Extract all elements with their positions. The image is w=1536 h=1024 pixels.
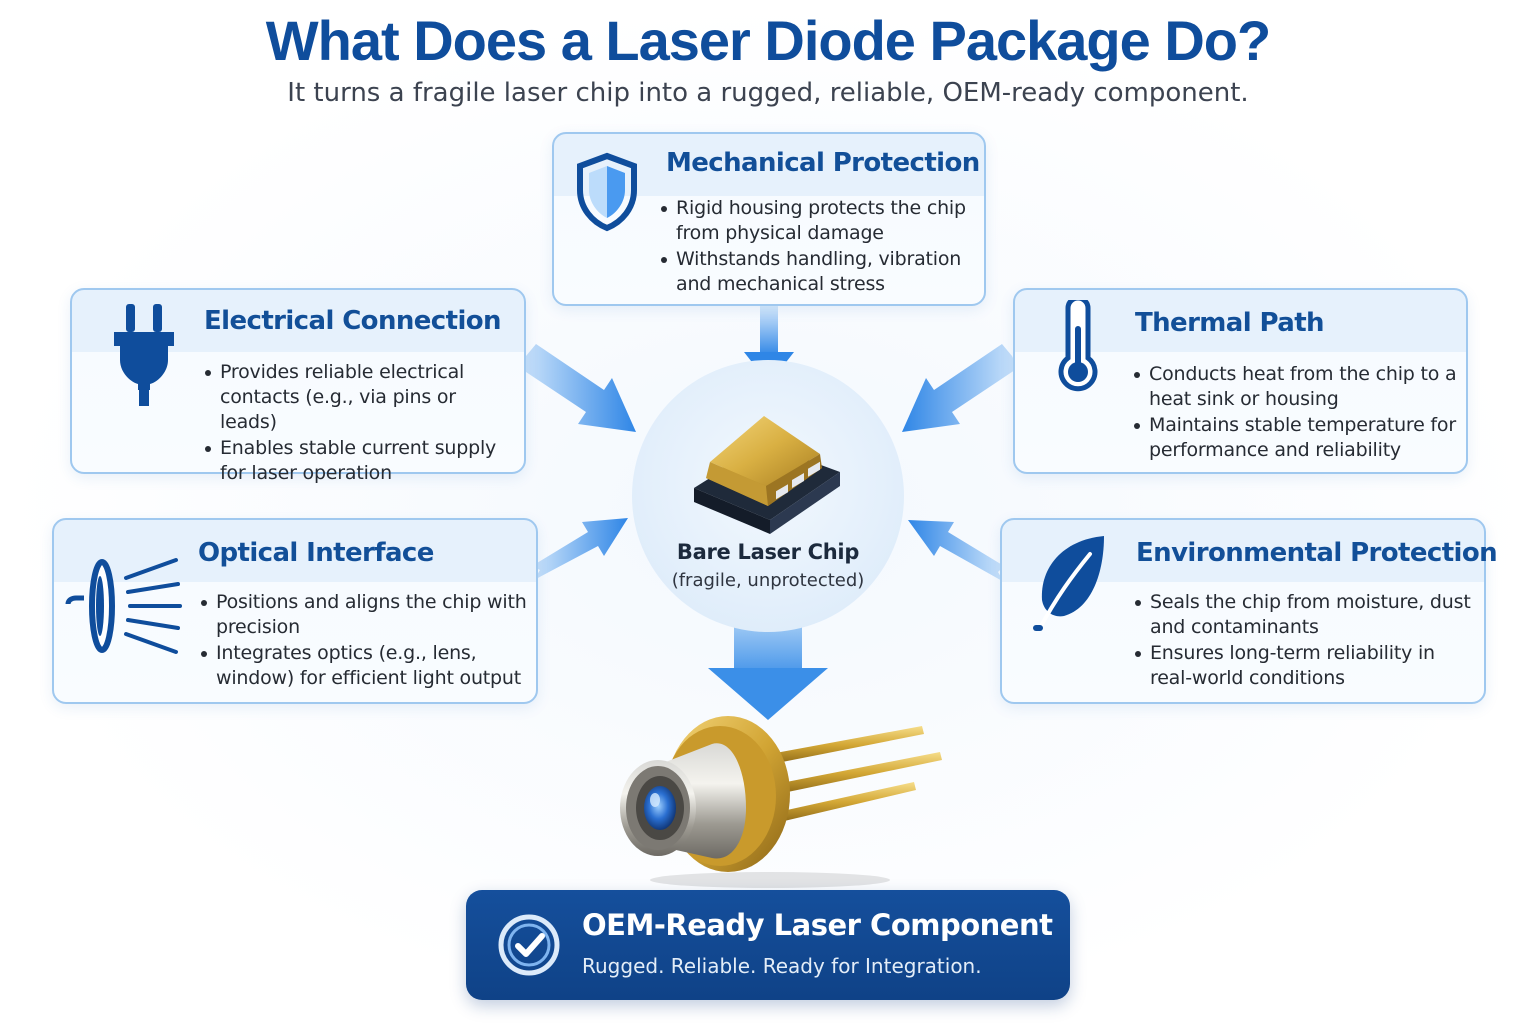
list-item: Enables stable current supply for laser … bbox=[204, 436, 516, 486]
bare-chip-sublabel: (fragile, unprotected) bbox=[671, 570, 865, 591]
card-mechanical-protection: Mechanical Protection Rigid housing prot… bbox=[552, 132, 986, 306]
list-item: Integrates optics (e.g., lens, window) f… bbox=[200, 641, 530, 691]
card-title: Thermal Path bbox=[1135, 308, 1325, 338]
list-item: Provides reliable electrical contacts (e… bbox=[204, 360, 516, 435]
list-item: Withstands handling, vibration and mecha… bbox=[660, 247, 976, 297]
list-item: Conducts heat from the chip to a heat si… bbox=[1133, 362, 1459, 412]
bullet-list: Positions and aligns the chip with preci… bbox=[200, 590, 530, 692]
plug-icon bbox=[114, 304, 174, 406]
bullet-list: Conducts heat from the chip to a heat si… bbox=[1133, 362, 1459, 464]
card-title: Environmental Protection bbox=[1136, 538, 1498, 568]
list-item: Ensures long-term reliability in real-wo… bbox=[1134, 641, 1474, 691]
card-electrical-connection: Electrical Connection Provides reliable … bbox=[70, 288, 526, 484]
card-title: Electrical Connection bbox=[204, 306, 502, 336]
thermometer-icon bbox=[1058, 300, 1098, 392]
light-emitter-icon bbox=[65, 558, 182, 654]
card-title: Mechanical Protection bbox=[666, 148, 980, 178]
list-item: Seals the chip from moisture, dust and c… bbox=[1134, 590, 1474, 640]
shield-icon bbox=[577, 152, 637, 232]
card-thermal-path: Thermal Path Conducts heat from the chip… bbox=[1013, 288, 1468, 474]
banner-subtitle: Rugged. Reliable. Ready for Integration. bbox=[582, 954, 982, 978]
list-item: Positions and aligns the chip with preci… bbox=[200, 590, 530, 640]
banner-title: OEM-Ready Laser Component bbox=[582, 908, 1053, 942]
card-title: Optical Interface bbox=[198, 538, 434, 568]
card-optical-interface: Optical Interface Positions and aligns t… bbox=[52, 518, 538, 704]
bullet-list: Provides reliable electrical contacts (e… bbox=[204, 360, 516, 487]
laser-chip-icon bbox=[694, 416, 840, 534]
card-environmental-protection: Environmental Protection Seals the chip … bbox=[1000, 518, 1498, 704]
packaged-laser-diode-icon bbox=[620, 716, 942, 888]
arrow-thermal bbox=[902, 344, 1018, 432]
oem-ready-banner: OEM-Ready Laser Component Rugged. Reliab… bbox=[466, 890, 1070, 1000]
bare-chip-label: Bare Laser Chip bbox=[676, 540, 860, 564]
check-badge-icon bbox=[498, 914, 560, 976]
list-item: Rigid housing protects the chip from phy… bbox=[660, 196, 976, 246]
page-title: What Does a Laser Diode Package Do? bbox=[265, 9, 1271, 72]
bullet-list: Rigid housing protects the chip from phy… bbox=[660, 196, 976, 298]
arrow-electrical bbox=[520, 344, 636, 432]
bullet-list: Seals the chip from moisture, dust and c… bbox=[1134, 590, 1474, 692]
arrow-environmental bbox=[908, 520, 1004, 582]
list-item: Maintains stable temperature for perform… bbox=[1133, 413, 1459, 463]
arrow-optical bbox=[532, 518, 628, 580]
page-subtitle: It turns a fragile laser chip into a rug… bbox=[287, 78, 1249, 108]
leaf-icon bbox=[1033, 536, 1104, 631]
